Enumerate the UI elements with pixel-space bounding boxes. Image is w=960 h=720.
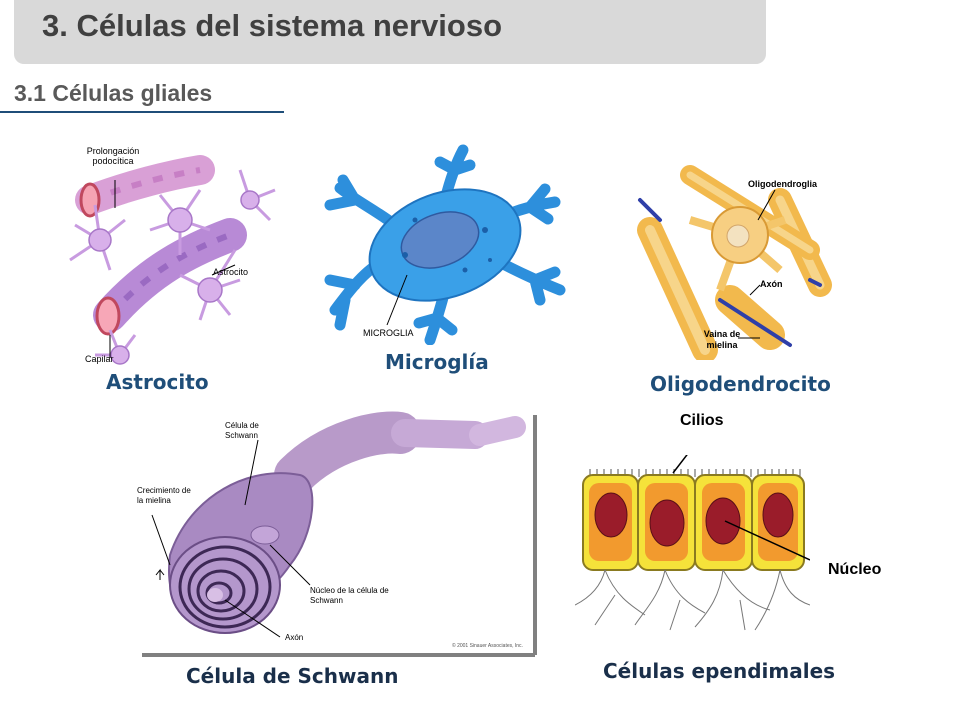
schwann-cell-illustration bbox=[142, 411, 537, 657]
schwann-label-axon: Axón bbox=[285, 633, 304, 642]
oligodendrocyte-illustration bbox=[637, 165, 832, 360]
astrocyte-illustration bbox=[69, 155, 276, 365]
schwann-caption: Célula de Schwann bbox=[186, 664, 399, 688]
astrocyte-label-prolongation: Prolongación podocítica bbox=[86, 146, 140, 166]
ependymal-label-nucleus: Núcleo bbox=[828, 561, 882, 578]
myelin-spiral bbox=[178, 545, 272, 629]
title-banner bbox=[14, 0, 766, 64]
astrocyte-caption: Astrocito bbox=[106, 370, 209, 394]
microglia-illustration bbox=[324, 144, 566, 345]
ependymal-caption: Células ependimales bbox=[603, 659, 836, 683]
page-title: 3. Células del sistema nervioso bbox=[42, 8, 503, 43]
section-subtitle: 3.1 Células gliales bbox=[14, 80, 213, 106]
schwann-label-myelin-growth: Crecimiento de la mielina bbox=[137, 486, 191, 505]
microglia-label: MICROGLIA bbox=[363, 328, 414, 338]
microglia-caption: Microglía bbox=[385, 350, 489, 374]
astrocyte-label-astrocyte: Astrocito bbox=[213, 267, 249, 277]
schwann-label-cell: Célula de Schwann bbox=[225, 421, 259, 440]
ependymal-cells-illustration bbox=[575, 455, 810, 631]
ependymal-nuclei bbox=[594, 492, 794, 547]
ependymal-label-cilia: Cilios bbox=[680, 412, 724, 429]
axon-segments bbox=[274, 411, 526, 496]
cilia bbox=[589, 469, 801, 477]
schwann-label-nucleus: Núcleo de la célula de Schwann bbox=[310, 586, 389, 605]
ependymal-processes bbox=[575, 569, 810, 631]
astrocyte-label-capillary: Capilar bbox=[85, 354, 114, 364]
oligodendrocyte-label-oligodendroglia: Oligodendroglia bbox=[748, 179, 817, 189]
oligodendrocyte-caption: Oligodendrocito bbox=[650, 372, 831, 396]
astrocyte-cell bbox=[69, 169, 276, 357]
microglia-processes bbox=[324, 144, 566, 345]
oligodendrocyte-label-axon: Axón bbox=[760, 279, 783, 289]
schwann-copyright: © 2001 Sinauer Associates, Inc. bbox=[452, 643, 523, 649]
oligodendrocyte-label-myelin: Vaina de mielina bbox=[703, 329, 741, 350]
subtitle-underline bbox=[0, 111, 284, 113]
